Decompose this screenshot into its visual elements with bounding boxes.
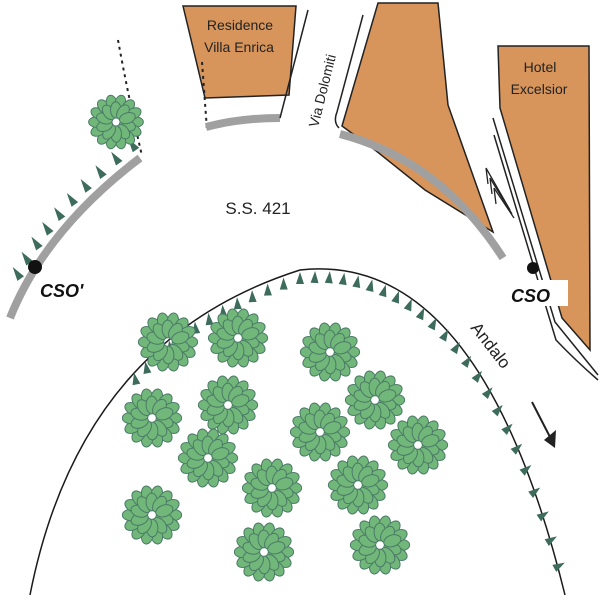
building-label: Hotel bbox=[524, 59, 557, 75]
hedge-mark bbox=[491, 404, 503, 417]
hedge-mark bbox=[501, 423, 513, 435]
hedge-mark bbox=[111, 151, 123, 166]
hedge-mark bbox=[296, 272, 304, 284]
station-label-cso-prime: CSO' bbox=[40, 281, 84, 301]
hedge-mark bbox=[31, 236, 43, 251]
tree-icon bbox=[289, 402, 351, 462]
hedge-mark bbox=[481, 387, 493, 399]
hedge-mark bbox=[461, 355, 472, 368]
hedge-mark bbox=[143, 361, 152, 374]
hedge-mark bbox=[80, 178, 92, 193]
station-label-cso: CSO bbox=[511, 286, 550, 306]
station-marker-cso-prime bbox=[28, 260, 42, 274]
tree-icon bbox=[241, 458, 303, 518]
street-line bbox=[492, 117, 599, 376]
tree-icon bbox=[233, 522, 295, 582]
direction-arrow-icon bbox=[531, 401, 556, 448]
road-label-ss421: S.S. 421 bbox=[225, 199, 290, 218]
building-residence-villa-enrica bbox=[182, 5, 297, 99]
tree-icon bbox=[197, 375, 259, 435]
hedge-mark bbox=[450, 341, 460, 355]
tree-icon bbox=[387, 415, 449, 475]
hedge-mark bbox=[528, 487, 541, 498]
tree-icon bbox=[349, 515, 411, 575]
hedge-mark bbox=[324, 271, 333, 284]
hedge-mark bbox=[352, 275, 361, 288]
hedge-mark bbox=[12, 267, 24, 281]
station-marker-cso bbox=[527, 262, 539, 274]
tree-icon bbox=[121, 485, 183, 545]
building-label: Villa Enrica bbox=[204, 39, 274, 55]
street-line bbox=[279, 9, 309, 119]
tree-icon bbox=[121, 388, 183, 448]
hedge-mark bbox=[233, 297, 242, 310]
hedge-mark bbox=[552, 562, 565, 572]
tree-icon bbox=[88, 94, 144, 150]
hedge-mark bbox=[132, 372, 141, 386]
building-label: Residence bbox=[207, 17, 273, 33]
hedge-mark bbox=[279, 277, 288, 290]
road-edge-left bbox=[6, 154, 143, 320]
hedge-mark bbox=[365, 279, 374, 292]
forest bbox=[88, 94, 449, 582]
traffic-chevrons-icon bbox=[485, 167, 515, 219]
hedge-mark bbox=[338, 272, 347, 286]
hedge-inner bbox=[132, 270, 565, 572]
hedge-mark bbox=[54, 207, 66, 222]
tree-icon bbox=[344, 370, 406, 430]
hedge-mark bbox=[66, 193, 79, 207]
hedge-mark bbox=[536, 511, 549, 522]
hedge-mark bbox=[427, 317, 437, 331]
hedge-mark bbox=[42, 221, 54, 236]
tree-icon bbox=[327, 455, 389, 515]
street-label-via-dolomiti: Via Dolomiti bbox=[305, 53, 339, 129]
road-edge-center bbox=[204, 114, 281, 131]
street-line bbox=[334, 14, 364, 129]
tree-icon bbox=[137, 312, 199, 372]
hedge-mark bbox=[415, 307, 425, 321]
street-line bbox=[493, 134, 599, 381]
hedge-mark bbox=[471, 370, 483, 383]
hedge-mark bbox=[310, 270, 319, 284]
dotted-boundary-center bbox=[201, 61, 208, 131]
dotted-boundary-left bbox=[117, 39, 143, 157]
hedge-mark bbox=[95, 165, 107, 180]
road-edge-right bbox=[338, 130, 507, 261]
hedge-mark bbox=[403, 298, 412, 312]
hedge-left bbox=[12, 138, 140, 281]
building-label: Excelsior bbox=[511, 81, 568, 97]
hedge-mark bbox=[21, 251, 33, 266]
hedge-mark bbox=[439, 329, 449, 342]
hedge-mark bbox=[391, 291, 399, 304]
tree-icon bbox=[177, 428, 239, 488]
building-unnamed bbox=[341, 2, 495, 234]
tree-icon bbox=[207, 308, 269, 368]
hedge-mark bbox=[248, 290, 257, 303]
hedge-mark bbox=[378, 284, 387, 298]
hedge-mark bbox=[544, 536, 557, 547]
hedge-mark bbox=[519, 465, 532, 476]
hedge-mark bbox=[205, 312, 214, 326]
hedge-mark bbox=[263, 283, 272, 296]
station-label-bg bbox=[508, 280, 568, 306]
tree-icon bbox=[299, 322, 361, 382]
hedge-mark bbox=[510, 443, 523, 455]
forest-boundary bbox=[29, 268, 566, 596]
building-hotel-excelsior bbox=[497, 45, 591, 353]
